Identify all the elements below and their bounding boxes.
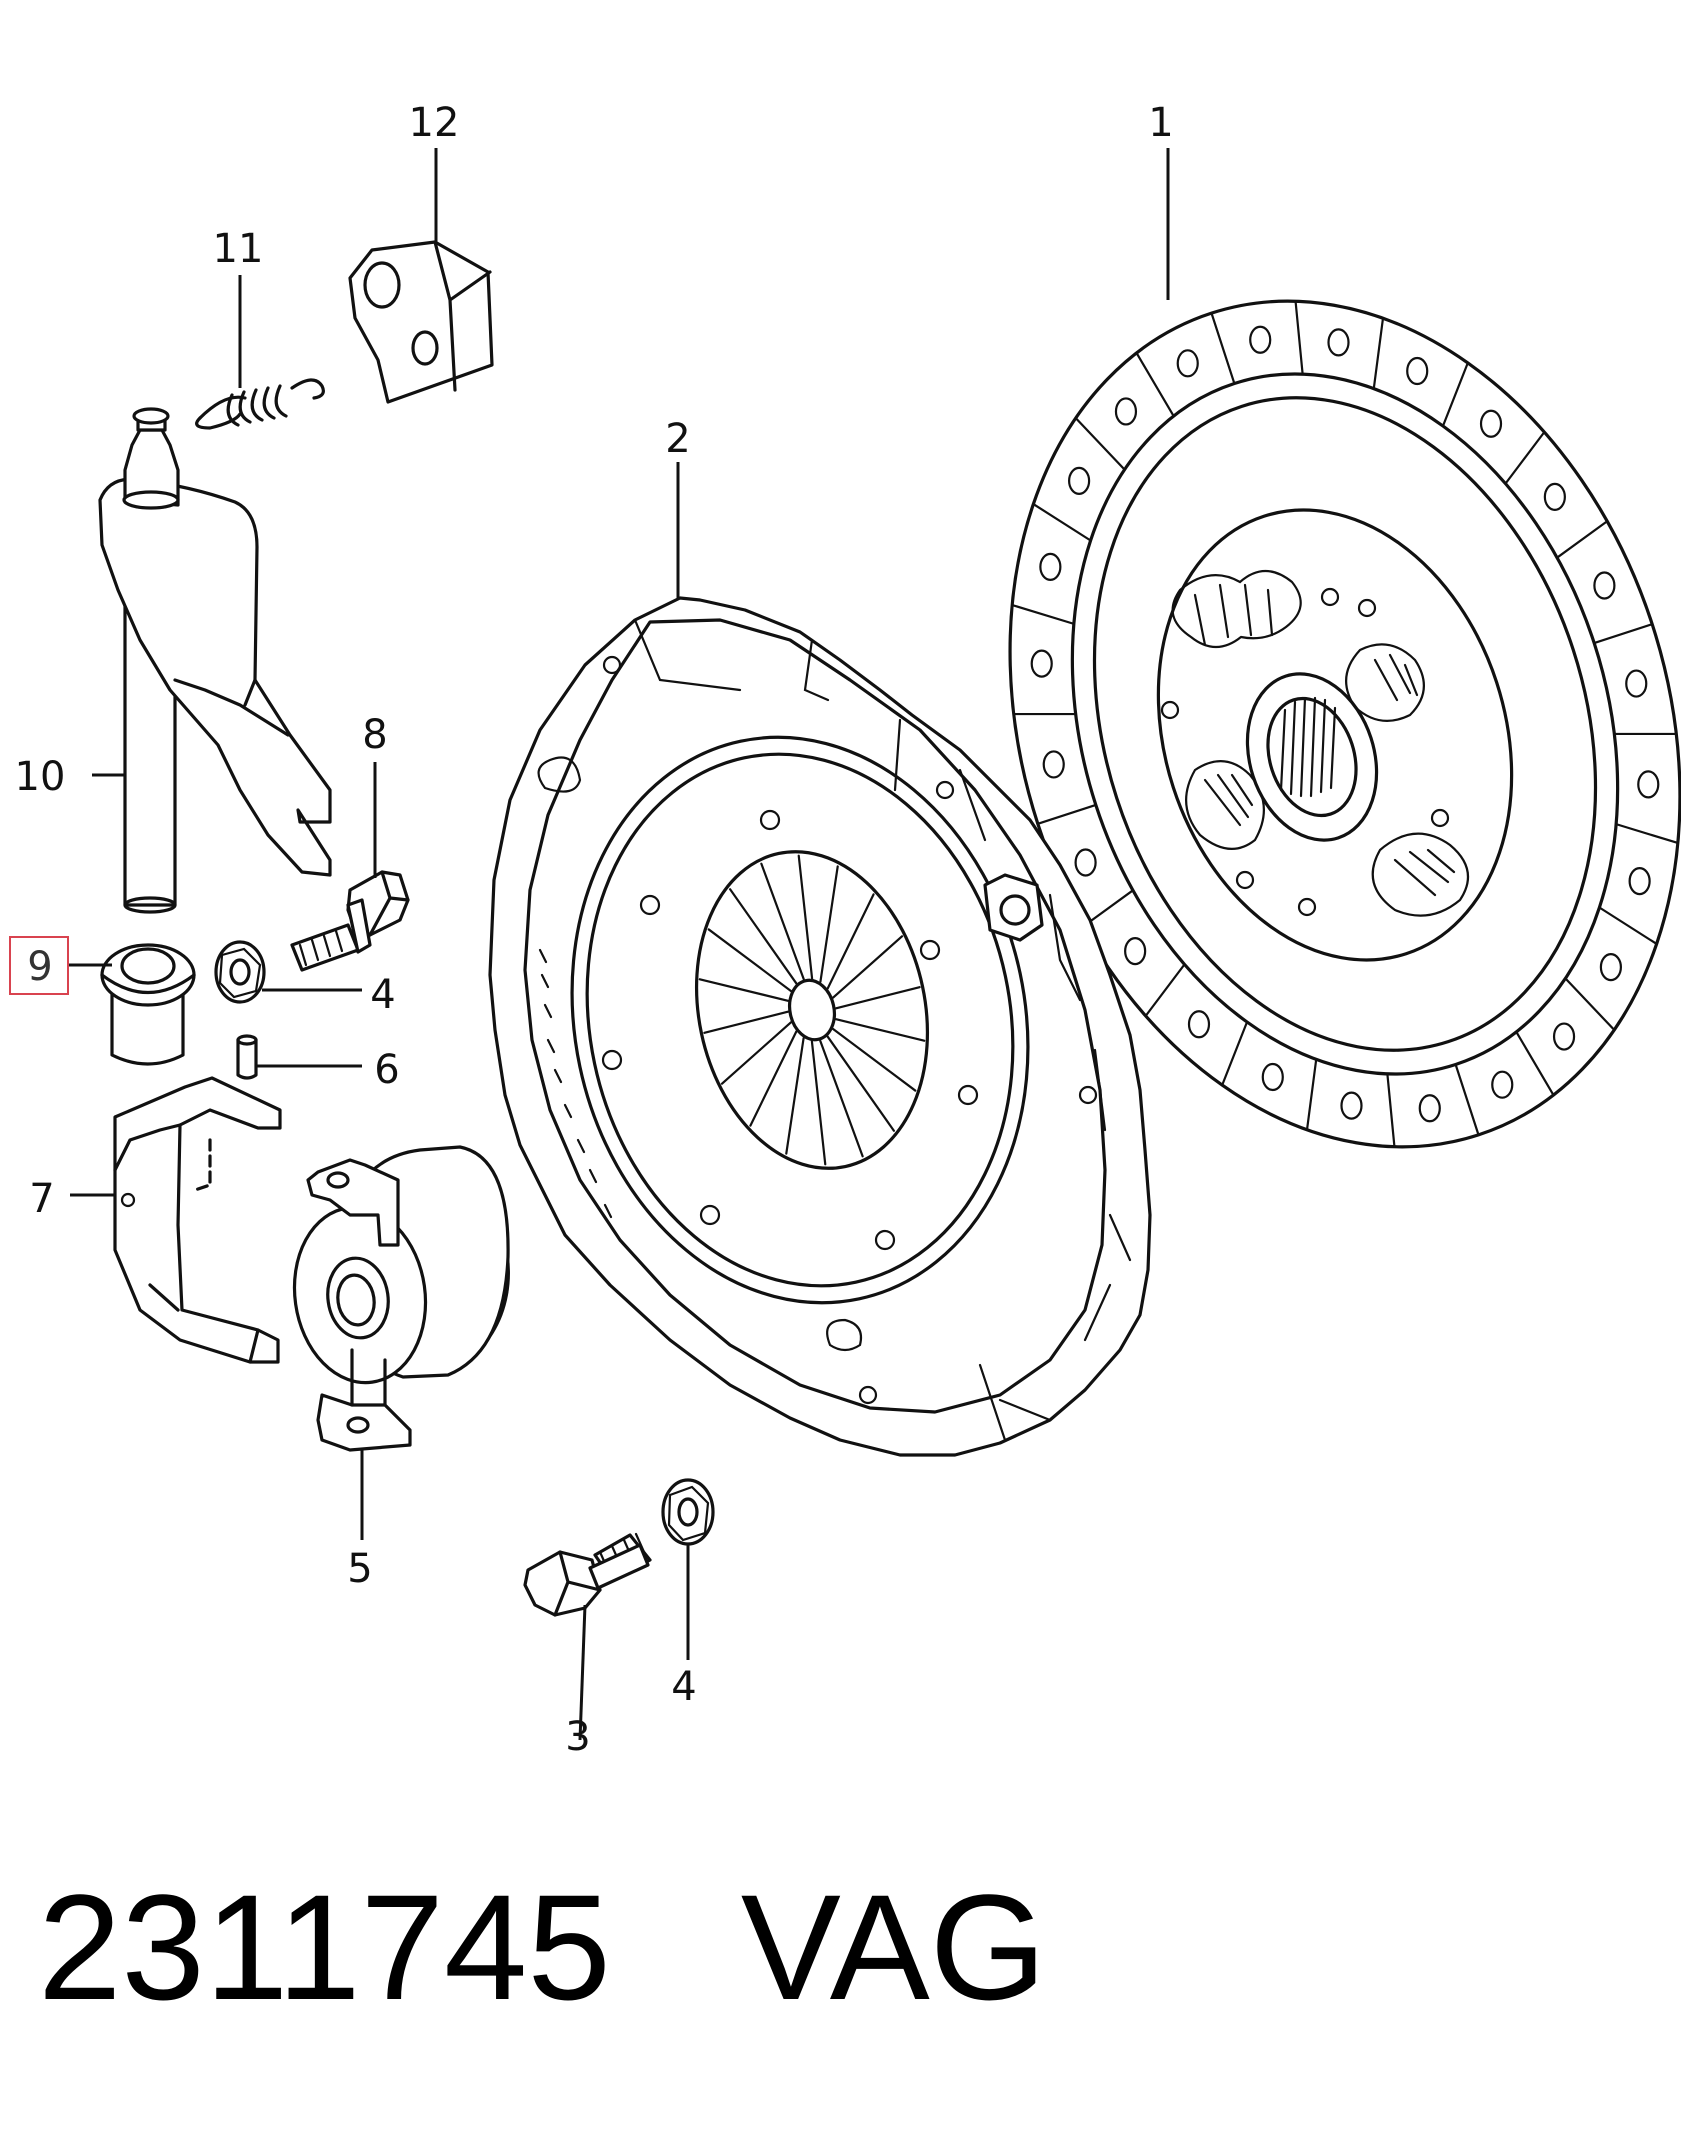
rivet-hole [1187, 1010, 1211, 1039]
rivet-hole [1593, 571, 1616, 600]
part-number: 2311745 [38, 1863, 611, 2031]
friction-segment-line [1032, 502, 1092, 542]
pressure-plate [488, 596, 1152, 1457]
friction-segment-line [1615, 823, 1679, 845]
rivet-hole [1042, 750, 1065, 779]
rivet-hole [1327, 328, 1350, 357]
friction-segment-line [1564, 977, 1616, 1032]
rivet-hole [1030, 649, 1053, 678]
friction-segment-line [1441, 361, 1469, 428]
release-shaft [98, 407, 332, 914]
callout-4-lower: 4 [671, 1664, 696, 1710]
friction-segment-line [1305, 1058, 1318, 1131]
diaphragm-finger [819, 865, 839, 983]
friction-segment-line [1074, 416, 1126, 471]
rivet-hole [1340, 1091, 1363, 1120]
friction-segment-line [1555, 520, 1609, 559]
rivet-hole [1479, 409, 1503, 438]
ball-stud [290, 870, 410, 972]
rivet-hole [1406, 356, 1429, 386]
diaphragm-finger [698, 978, 790, 1002]
friction-segment-line [1011, 603, 1075, 625]
callout-8: 8 [362, 712, 387, 758]
friction-segment-line [1144, 963, 1186, 1017]
diaphragm-finger [720, 1021, 792, 1085]
diaphragm-finger [760, 862, 805, 981]
rivet-hole [1543, 482, 1566, 511]
friction-segment-line [1135, 351, 1175, 418]
diaphragm-finger [810, 1040, 827, 1166]
return-spring [195, 378, 325, 430]
rivet-hole [1637, 770, 1660, 799]
diaphragm-finger [703, 1010, 790, 1034]
diaphragm-finger [819, 1039, 864, 1158]
diaphragm-finger [729, 888, 798, 985]
callout-9-highlight [9, 936, 69, 995]
friction-segment-line [1221, 1020, 1249, 1087]
rivet-hole [1261, 1062, 1284, 1092]
rivet-hole [1074, 848, 1097, 877]
callout-12: 12 [409, 100, 460, 146]
rivet-hole [1068, 466, 1091, 495]
rivet-hole [1491, 1070, 1514, 1099]
pivot-bracket [348, 240, 494, 404]
rivet-hole [1625, 669, 1648, 698]
friction-segment-line [1454, 1063, 1480, 1136]
diaphragm-finger [831, 1027, 917, 1092]
callout-5: 5 [347, 1546, 372, 1592]
rivet-hole [1418, 1094, 1441, 1123]
rivet-hole [1114, 397, 1138, 426]
callout-10: 10 [15, 754, 66, 800]
friction-segment-line [1372, 317, 1385, 390]
callout-7: 7 [29, 1176, 54, 1222]
friction-segment-line [1294, 300, 1304, 376]
callout-11: 11 [213, 226, 264, 272]
diaphragm-finger [749, 1030, 798, 1127]
diaphragm-finger [832, 935, 904, 999]
diaphragm-finger [834, 986, 921, 1010]
friction-segment-line [1036, 803, 1097, 825]
callout-2: 2 [665, 416, 690, 462]
nut-lower [661, 1478, 715, 1546]
rivet-hole [1124, 937, 1147, 966]
clutch-disc [1008, 299, 1681, 1149]
bolt [523, 1532, 652, 1617]
callout-labels: 1 2 3 4 4 5 6 7 8 9 10 11 12 [15, 100, 1174, 1760]
shaft-bush [100, 943, 196, 1066]
retaining-clip [113, 1076, 282, 1364]
diaphragm-finger [797, 854, 814, 980]
rivet-hole [1599, 953, 1622, 982]
rivet-hole [1176, 349, 1199, 378]
diaphragm-finger [834, 1018, 926, 1042]
leader-lines [68, 148, 1170, 1741]
callout-6: 6 [374, 1047, 399, 1093]
rivet-hole [1039, 552, 1062, 581]
rivet-hole [1249, 325, 1272, 354]
release-bearing [292, 1145, 510, 1452]
brand-name: VAG [740, 1863, 1047, 2031]
callout-9: 9 [27, 944, 52, 990]
callout-4-upper: 4 [370, 972, 395, 1018]
rivet-hole [1552, 1022, 1576, 1051]
diaphragm-finger [826, 893, 875, 990]
friction-segment-line [1593, 623, 1654, 645]
roll-pin [236, 1034, 258, 1080]
nut-upper [214, 940, 266, 1004]
friction-segment-line [1210, 312, 1236, 385]
friction-segment-line [1598, 906, 1658, 946]
part-caption: 2311745 VAG [38, 1862, 1046, 2032]
rivet-hole [1628, 867, 1651, 896]
friction-segment-line [1515, 1030, 1555, 1097]
callout-3: 3 [565, 1714, 590, 1760]
friction-segment-line [1504, 431, 1546, 485]
callout-1: 1 [1148, 100, 1173, 146]
diaphragm-finger [785, 1037, 805, 1155]
diaphragm-finger [707, 928, 793, 993]
friction-segment-line [1386, 1072, 1396, 1148]
diaphragm-finger [826, 1035, 895, 1132]
